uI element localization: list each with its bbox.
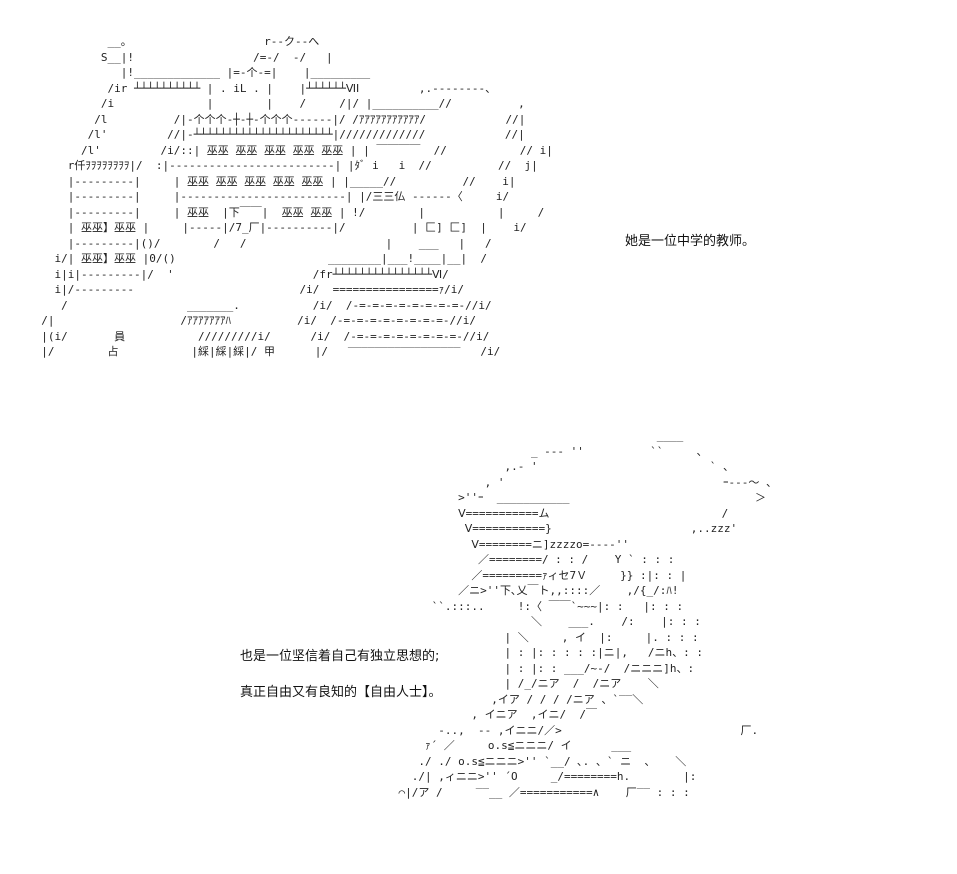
- caption-teacher-intro: 她是一位中学的教师。: [625, 234, 756, 249]
- caption-independent-thought: 也是一位坚信着自己有独立思想的;: [240, 649, 440, 664]
- classroom-ascii-art: __。 r--ク--へ S__|! /=-/ -/ | |!__________…: [41, 35, 553, 358]
- caption-free-person: 真正自由又有良知的【自由人士】。: [240, 685, 442, 700]
- teacher-ascii-art: ____ _ -‐‐ '' `` 、 ,.- ' ` 、 , ' ｰ-‐-～ 、…: [398, 429, 777, 799]
